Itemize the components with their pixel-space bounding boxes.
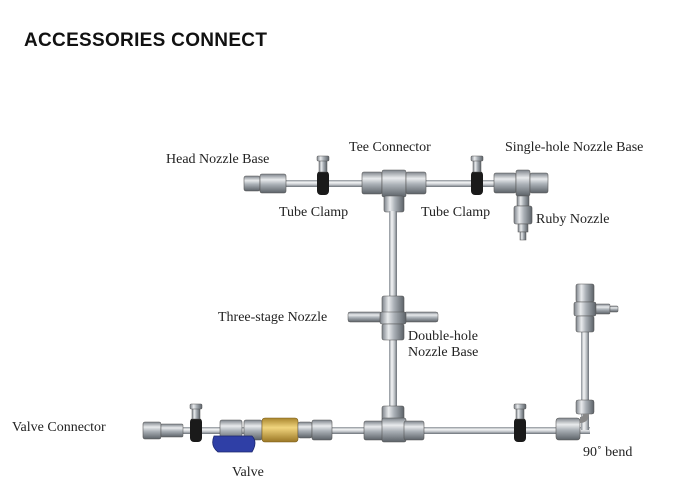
- bend-top-nozzle-part: [575, 283, 595, 303]
- valve-brass-body: [261, 417, 299, 443]
- tube-clamp-right-part: [471, 171, 483, 195]
- label-double-hole-nozzle-base: Double-hole Nozzle Base: [408, 329, 518, 361]
- label-tee-connector: Tee Connector: [349, 140, 431, 155]
- bottom-pipe-assembly: [142, 403, 590, 453]
- bottom-clamp-right-part: [514, 418, 526, 442]
- label-ruby-nozzle: Ruby Nozzle: [536, 212, 610, 227]
- label-double-hole-line1: Double-hole: [408, 329, 478, 344]
- label-single-hole-nozzle-base: Single-hole Nozzle Base: [505, 140, 644, 155]
- label-head-nozzle-base: Head Nozzle Base: [166, 152, 270, 167]
- label-double-hole-line2: Nozzle Base: [408, 345, 479, 360]
- three-stage-nozzle-part: [347, 311, 383, 323]
- tee-nut-bottom: [383, 195, 405, 213]
- tee-connector-body: [381, 169, 407, 198]
- tube-clamp-left-part: [317, 171, 329, 195]
- double-hole-nozzle-base-part: [381, 295, 405, 315]
- label-valve: Valve: [232, 465, 264, 480]
- bottom-clamp-left-part: [190, 418, 202, 442]
- label-90-bend: 90˚ bend: [583, 445, 633, 460]
- label-valve-connector: Valve Connector: [12, 420, 106, 435]
- bend-riser-assembly: [573, 283, 619, 430]
- tee-nut-left: [361, 171, 383, 195]
- label-tube-clamp-left: Tube Clamp: [279, 205, 349, 220]
- single-hole-nozzle-base-part: [493, 172, 517, 194]
- ruby-nozzle-part: [516, 195, 530, 207]
- valve-connector-part: [142, 421, 162, 440]
- center-riser-assembly: [347, 211, 439, 423]
- label-tube-clamp-right: Tube Clamp: [421, 205, 491, 220]
- page-title: ACCESSORIES CONNECT: [24, 30, 268, 51]
- tee-nut-right: [405, 171, 427, 195]
- head-nozzle-base-part: [243, 175, 261, 192]
- top-pipe-assembly: [243, 155, 549, 241]
- bend-riser-tube: [581, 330, 589, 430]
- head-nozzle-base-nut: [259, 173, 287, 194]
- elbow-part: [555, 417, 581, 441]
- valve-handle-part: [212, 435, 256, 453]
- label-three-stage-nozzle: Three-stage Nozzle: [218, 310, 328, 325]
